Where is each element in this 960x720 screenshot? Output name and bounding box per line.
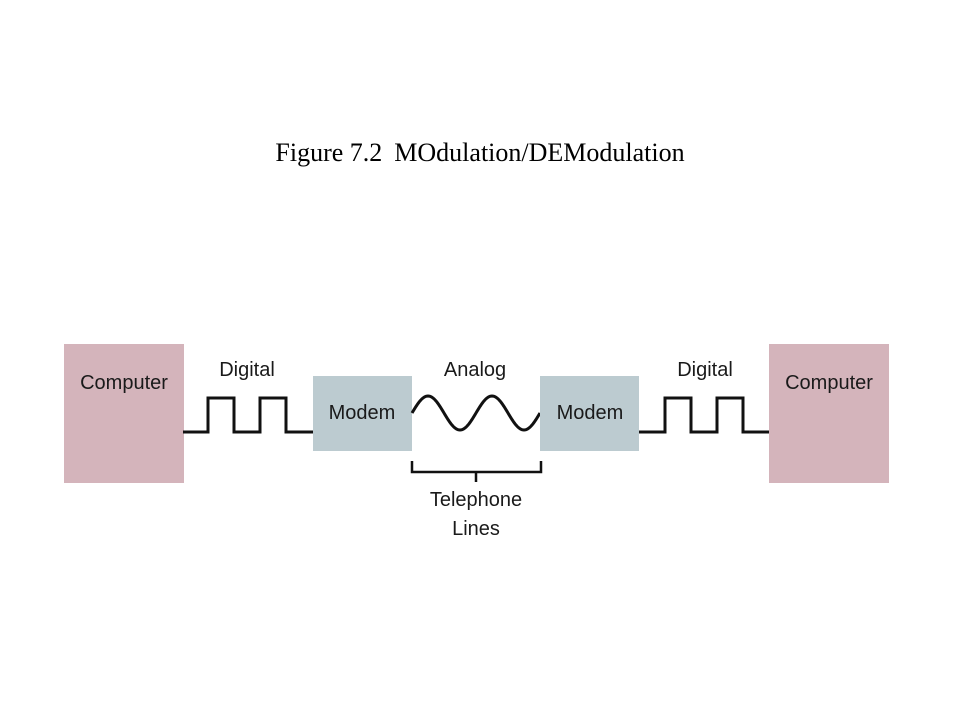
analog-label: Analog xyxy=(444,359,506,381)
figure-caption: MOdulation/DEModulation xyxy=(394,138,685,167)
telephone-label-line2: Lines xyxy=(452,518,500,540)
right-computer-box xyxy=(769,344,889,483)
figure-number: Figure 7.2 xyxy=(275,138,383,167)
left-modem-node: Modem xyxy=(313,376,412,451)
left-modem-label: Modem xyxy=(329,402,396,424)
figure-title: Figure 7.2 MOdulation/DEModulation xyxy=(0,138,960,168)
left-computer-node: Computer xyxy=(64,344,184,483)
right-digital-signal xyxy=(639,396,769,434)
left-computer-box xyxy=(64,344,184,483)
analog-signal xyxy=(410,394,542,432)
right-modem-box xyxy=(540,376,639,451)
right-modem-label: Modem xyxy=(557,402,624,424)
left-computer-label: Computer xyxy=(80,372,168,394)
left-digital-label: Digital xyxy=(219,359,275,381)
right-modem-node: Modem xyxy=(540,376,639,451)
left-modem-box xyxy=(313,376,412,451)
right-digital-label: Digital xyxy=(677,359,733,381)
left-digital-signal xyxy=(183,396,313,434)
telephone-lines-bracket xyxy=(410,461,543,482)
telephone-label-line1: Telephone xyxy=(430,489,522,511)
right-computer-node: Computer xyxy=(769,344,889,483)
right-computer-label: Computer xyxy=(785,372,873,394)
